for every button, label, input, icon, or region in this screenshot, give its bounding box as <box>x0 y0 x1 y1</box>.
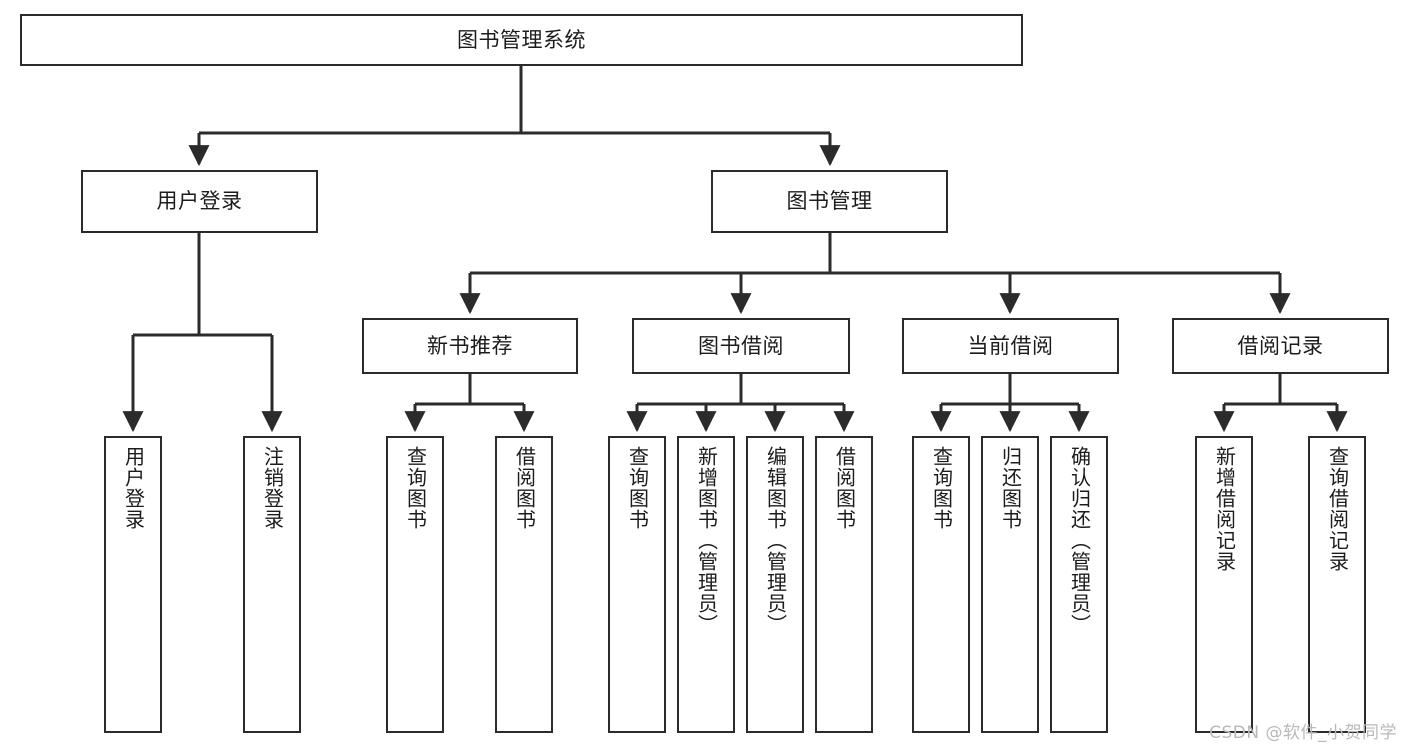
node-label: 当前借阅 <box>967 333 1054 358</box>
leaf-node-add-book-admin[interactable]: 新增图书（管理员） <box>677 436 735 733</box>
node-label: 查询图书 <box>929 446 954 530</box>
node-label: 用户登录 <box>121 446 146 530</box>
node-user-login[interactable]: 用户登录 <box>81 170 318 233</box>
node-borrow-record[interactable]: 借阅记录 <box>1172 318 1389 374</box>
leaf-node-confirm-return-admin[interactable]: 确认归还（管理员） <box>1050 436 1108 733</box>
leaf-node-query-book-borrow[interactable]: 查询图书 <box>608 436 666 733</box>
node-book-management[interactable]: 图书管理 <box>711 170 948 233</box>
node-label: 借阅图书 <box>512 446 537 530</box>
node-label: 图书管理系统 <box>457 27 586 52</box>
node-root-book-management-system[interactable]: 图书管理系统 <box>20 14 1023 66</box>
node-label: 新增借阅记录 <box>1212 446 1237 572</box>
node-label: 归还图书 <box>998 446 1023 530</box>
node-label: 注销登录 <box>260 446 285 530</box>
node-label: 编辑图书（管理员） <box>763 446 788 635</box>
node-label: 图书借阅 <box>698 333 784 358</box>
node-label: 确认归还（管理员） <box>1067 446 1092 635</box>
watermark-text: CSDN @软件_小贺同学 <box>1209 723 1397 743</box>
node-label: 用户登录 <box>156 189 243 214</box>
leaf-node-add-borrow-record[interactable]: 新增借阅记录 <box>1195 436 1253 733</box>
node-label: 借阅图书 <box>832 446 857 530</box>
node-label: 查询借阅记录 <box>1325 446 1350 572</box>
leaf-node-borrow-book[interactable]: 借阅图书 <box>815 436 873 733</box>
node-new-book-recommend[interactable]: 新书推荐 <box>362 318 578 374</box>
node-book-borrow[interactable]: 图书借阅 <box>632 318 850 374</box>
leaf-node-borrow-book-recommend[interactable]: 借阅图书 <box>495 436 553 733</box>
leaf-node-query-borrow-record[interactable]: 查询借阅记录 <box>1308 436 1366 733</box>
leaf-node-return-book[interactable]: 归还图书 <box>981 436 1039 733</box>
node-label: 借阅记录 <box>1237 333 1324 358</box>
node-current-borrow[interactable]: 当前借阅 <box>902 318 1119 374</box>
node-label: 查询图书 <box>403 446 428 530</box>
node-label: 查询图书 <box>625 446 650 530</box>
node-label: 图书管理 <box>786 189 873 214</box>
leaf-node-logout[interactable]: 注销登录 <box>243 436 301 733</box>
leaf-node-query-book-recommend[interactable]: 查询图书 <box>386 436 444 733</box>
node-label: 新书推荐 <box>427 333 513 358</box>
node-label: 新增图书（管理员） <box>694 446 719 635</box>
leaf-node-edit-book-admin[interactable]: 编辑图书（管理员） <box>746 436 804 733</box>
leaf-node-login[interactable]: 用户登录 <box>104 436 162 733</box>
leaf-node-query-book-current[interactable]: 查询图书 <box>912 436 970 733</box>
